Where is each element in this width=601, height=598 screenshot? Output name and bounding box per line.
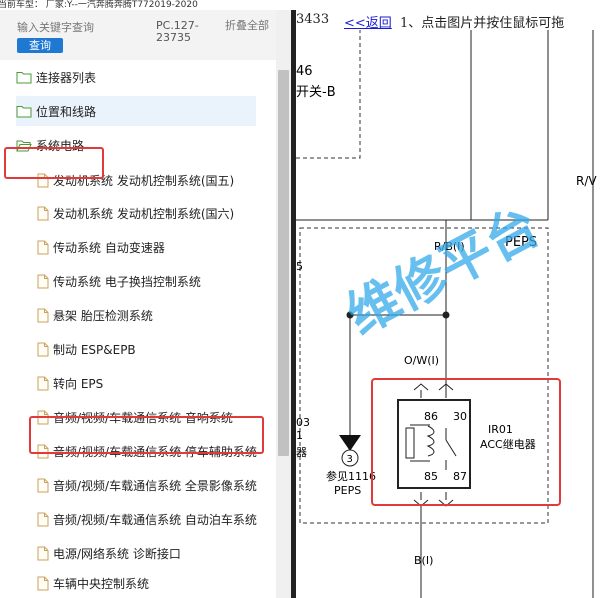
tree-item-label: 电源/网络系统 诊断接口 — [53, 546, 181, 561]
tree-item[interactable]: 连接器列表 — [16, 62, 256, 92]
current-model-bar: 当前车型： 厂家:Y--一汽奔腾奔腾T772019-2020 — [0, 0, 601, 10]
tree-item-label: 传动系统 电子换挡控制系统 — [53, 274, 201, 289]
collapse-all-button[interactable]: 折叠全部 — [225, 19, 269, 32]
folder-icon — [16, 105, 32, 118]
tree-item[interactable]: 悬架 胎压检测系统 — [37, 300, 276, 330]
back-link[interactable]: <<返回 — [344, 16, 392, 31]
file-icon — [37, 478, 49, 493]
tree-item[interactable]: 传动系统 自动变速器 — [37, 232, 276, 262]
viewer-nav: 3433 <<返回 1、点击图片并按住鼠标可拖 — [296, 10, 601, 31]
folder-open-icon — [16, 139, 32, 152]
connector-circle — [341, 449, 359, 467]
label-p03: 03 — [296, 416, 310, 429]
tree-item-label: 音频/视频/车载通信系统 停车辅助系统 — [53, 444, 257, 459]
tree-item-label: 发动机系统 发动机控制系统(国六) — [53, 206, 235, 221]
tree-item[interactable]: 音频/视频/车载通信系统 全景影像系统 — [37, 470, 276, 500]
file-icon — [37, 444, 49, 459]
label-bi: B(I) — [414, 554, 433, 567]
highlight-relay — [371, 378, 561, 506]
tree-item[interactable]: 车辆中央控制系统 — [37, 568, 276, 598]
label-pin87: 87 — [453, 470, 467, 483]
tree-item[interactable]: 位置和线路 — [16, 96, 256, 126]
tree-item-label: 制动 ESP&EPB — [53, 342, 136, 357]
relay-coil — [426, 425, 435, 457]
label-see: 参见1116 — [326, 469, 376, 483]
junction-dot-right — [442, 311, 450, 319]
file-icon — [37, 546, 49, 561]
label-pin30: 30 — [453, 410, 467, 423]
relay-pins — [420, 390, 447, 500]
file-icon — [37, 512, 49, 527]
page-number: 3433 — [296, 12, 330, 27]
tree-item-label: 位置和线路 — [36, 104, 97, 119]
label-top-num: 46 — [296, 64, 313, 79]
file-icon — [37, 410, 49, 425]
file-icon — [37, 240, 49, 255]
tree-item-label: 转向 EPS — [53, 376, 104, 391]
folder-icon — [16, 71, 32, 84]
file-icon — [37, 173, 49, 188]
tree-item[interactable]: 转向 EPS — [37, 368, 276, 398]
tree-item-label: 连接器列表 — [36, 70, 97, 85]
relay-switch-blade — [445, 439, 457, 457]
tree-item-label: 传动系统 自动变速器 — [53, 240, 165, 255]
tree-item[interactable]: 音频/视频/车载通信系统 自动泊车系统 — [37, 504, 276, 534]
search-button[interactable]: 查询 — [17, 38, 63, 53]
watermark-text: 维修平台 — [338, 196, 550, 347]
instruction-text: 1、点击图片并按住鼠标可拖 — [400, 16, 565, 31]
tree-item[interactable]: 音频/视频/车载通信系统 音响系统 — [37, 402, 276, 432]
file-icon — [37, 342, 49, 357]
diagram-viewer: 3433 <<返回 1、点击图片并按住鼠标可拖 46 开关-B R/V PEPS… — [296, 10, 601, 598]
tree-item-label: 发动机系统 发动机控制系统(国五) — [53, 173, 235, 188]
label-peps: PEPS — [505, 235, 537, 250]
label-acc: ACC继电器 — [480, 438, 536, 451]
pane-divider[interactable] — [291, 10, 296, 598]
sidebar-header: 输入关键字查询 查询 PC.127-23735 折叠全部 — [0, 10, 276, 60]
label-p1: 1 — [296, 429, 303, 442]
tree-item-label: 车辆中央控制系统 — [53, 576, 150, 591]
tree-item[interactable]: 传动系统 电子换挡控制系统 — [37, 266, 276, 296]
arrow-down-icon — [339, 435, 361, 451]
label-rb: R/B(I) — [434, 240, 465, 253]
relay-connectors — [413, 383, 454, 507]
peps-dashed-box — [299, 227, 549, 524]
doc-code: PC.127-23735 — [156, 19, 199, 44]
relay-resistor — [405, 427, 415, 459]
tree-item[interactable]: 音频/视频/车载通信系统 停车辅助系统 — [37, 436, 276, 466]
current-model-text: 当前车型： 厂家:Y--一汽奔腾奔腾T772019-2020 — [0, 0, 198, 10]
tree-item[interactable]: 电源/网络系统 诊断接口 — [37, 538, 276, 568]
tree-item[interactable]: 发动机系统 发动机控制系统(国五) — [37, 165, 276, 195]
tree-item[interactable]: 系统电路 — [16, 130, 256, 160]
file-icon — [37, 308, 49, 323]
label-five: 5 — [296, 260, 303, 273]
tree-item-label: 系统电路 — [36, 138, 85, 153]
label-pin85: 85 — [424, 470, 438, 483]
label-qi: 器 — [296, 446, 307, 459]
relay-box — [397, 399, 471, 489]
label-peps2: PEPS — [334, 484, 361, 497]
label-pin86: 86 — [424, 410, 438, 423]
wiring-diagram[interactable]: 46 开关-B R/V PEPS R/B(I) 5 3 参见1116 PEPS … — [296, 30, 601, 598]
label-rv: R/V — [576, 174, 597, 188]
file-icon — [37, 576, 49, 591]
label-switch: 开关-B — [296, 85, 336, 100]
label-ow: O/W(I) — [404, 354, 439, 367]
label-conn-num: 3 — [347, 454, 353, 465]
file-icon — [37, 206, 49, 221]
tree-item-label: 音频/视频/车载通信系统 自动泊车系统 — [53, 512, 257, 527]
sidebar-scrollbar-thumb[interactable] — [278, 70, 289, 456]
label-ir01: IR01 — [488, 423, 513, 436]
tree-item[interactable]: 发动机系统 发动机控制系统(国六) — [37, 198, 276, 228]
file-icon — [37, 376, 49, 391]
tree-item-label: 悬架 胎压检测系统 — [53, 308, 153, 323]
sidebar: 输入关键字查询 查询 PC.127-23735 折叠全部 连接器列表位置和线路系… — [0, 10, 291, 598]
dashed-box-top — [296, 30, 361, 159]
search-input[interactable]: 输入关键字查询 — [17, 21, 94, 34]
file-icon — [37, 274, 49, 289]
tree-item-label: 音频/视频/车载通信系统 音响系统 — [53, 410, 233, 425]
tree-item-label: 音频/视频/车载通信系统 全景影像系统 — [53, 478, 257, 493]
tree-item[interactable]: 制动 ESP&EPB — [37, 334, 276, 364]
